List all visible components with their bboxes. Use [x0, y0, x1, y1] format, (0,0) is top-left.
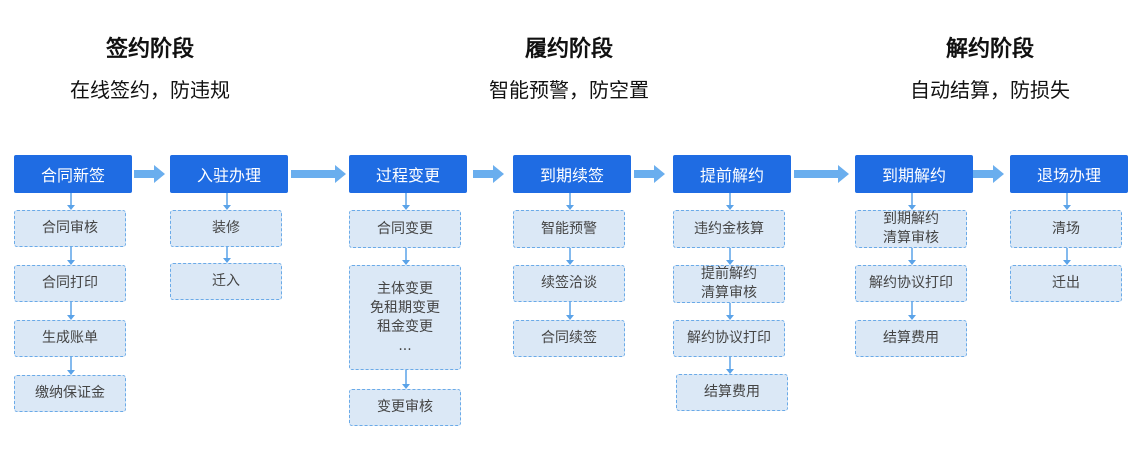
stage-subtitle: 智能预警，防空置 — [489, 78, 649, 102]
flow-arrow — [291, 165, 346, 183]
process-step: 智能预警 — [513, 210, 625, 248]
process-step: 生成账单 — [14, 320, 126, 357]
process-step: 变更审核 — [349, 389, 461, 426]
process-step: 续签洽谈 — [513, 265, 625, 302]
flow-arrow — [794, 165, 849, 183]
process-step: 解约协议打印 — [855, 265, 967, 302]
stage-title: 签约阶段 — [105, 37, 194, 62]
stage-subtitle: 在线签约，防违规 — [70, 78, 230, 102]
process-head-new-contract: 合同新签 — [14, 155, 132, 193]
process-step: 合同打印 — [14, 265, 126, 302]
process-step: 主体变更 免租期变更 租金变更 ... — [349, 265, 461, 370]
process-step: 结算费用 — [855, 320, 967, 357]
process-step: 迁入 — [170, 263, 282, 300]
flow-arrow — [973, 165, 1004, 183]
process-head-early-termination: 提前解约 — [673, 155, 791, 193]
process-head-renewal: 到期续签 — [513, 155, 631, 193]
stage-title: 履约阶段 — [524, 37, 613, 62]
process-step: 装修 — [170, 210, 282, 247]
process-head-change: 过程变更 — [349, 155, 467, 193]
process-step: 到期解约 清算审核 — [855, 210, 967, 248]
flow-arrow — [134, 165, 165, 183]
stage-performance: 履约阶段 智能预警，防空置 — [479, 36, 659, 104]
process-step: 合同变更 — [349, 210, 461, 248]
process-step: 合同续签 — [513, 320, 625, 357]
process-step: 迁出 — [1010, 265, 1122, 302]
process-head-move-out: 退场办理 — [1010, 155, 1128, 193]
process-step: 解约协议打印 — [673, 320, 785, 357]
process-step: 提前解约 清算审核 — [673, 265, 785, 303]
process-step: 缴纳保证金 — [14, 375, 126, 412]
stage-title: 解约阶段 — [945, 37, 1034, 62]
process-head-move-in: 入驻办理 — [170, 155, 288, 193]
stage-signing: 签约阶段 在线签约，防违规 — [60, 36, 240, 104]
stage-subtitle: 自动结算，防损失 — [910, 78, 1070, 102]
process-head-expiry-termination: 到期解约 — [855, 155, 973, 193]
process-step: 结算费用 — [676, 374, 788, 411]
process-step: 合同审核 — [14, 210, 126, 247]
process-step: 违约金核算 — [673, 210, 785, 248]
flow-arrow — [473, 165, 504, 183]
process-step: 清场 — [1010, 210, 1122, 248]
flow-arrow — [634, 165, 665, 183]
stage-termination: 解约阶段 自动结算，防损失 — [900, 36, 1080, 104]
